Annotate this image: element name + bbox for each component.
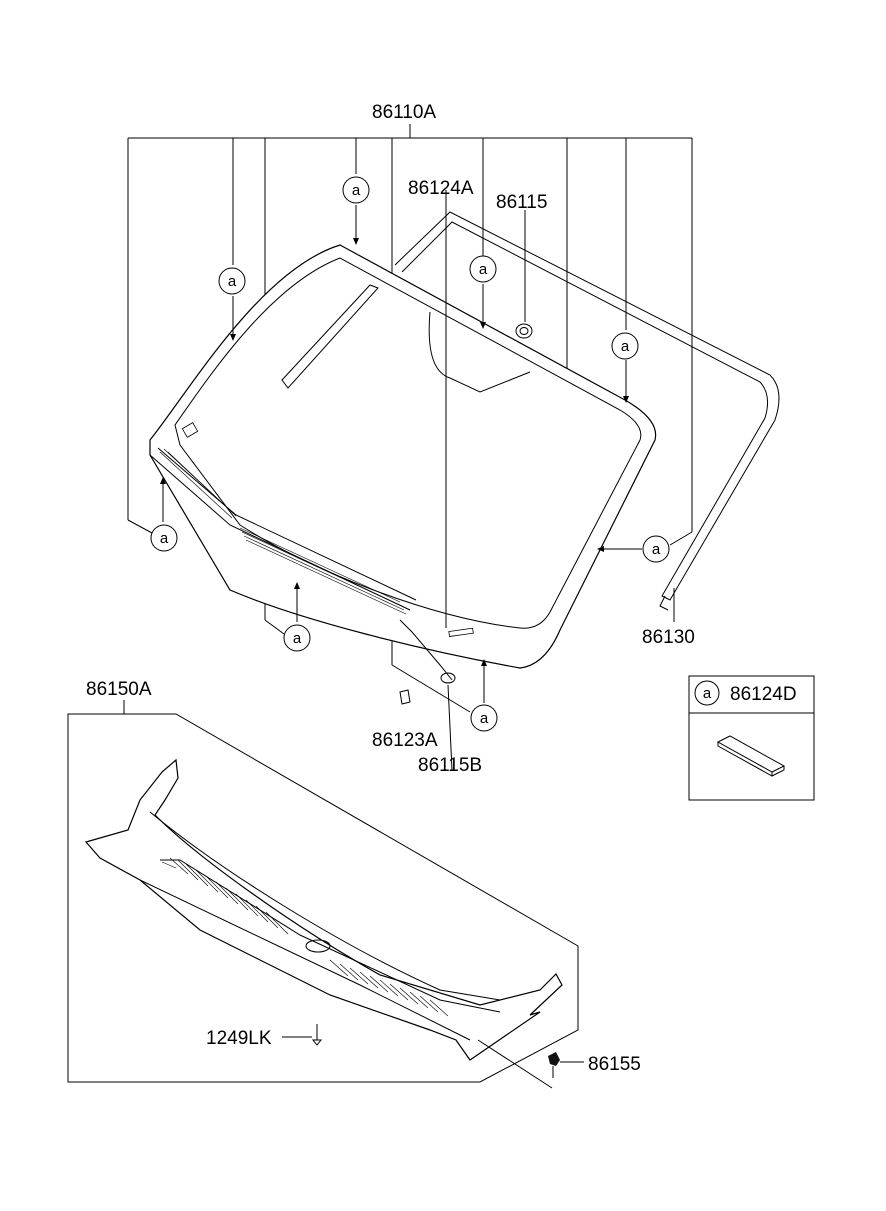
svg-text:a: a <box>621 338 630 355</box>
label-86155: 86155 <box>588 1054 641 1075</box>
sensor-wire <box>399 619 453 681</box>
label-86115B: 86115B <box>418 755 482 776</box>
svg-text:a: a <box>352 182 361 199</box>
label-86124A: 86124A <box>408 178 474 199</box>
svg-text:a: a <box>479 261 488 278</box>
callout-arrows <box>160 205 642 703</box>
legend-part-number: 86124D <box>730 684 797 705</box>
vin-window <box>181 422 199 438</box>
moulding-strip-86130 <box>394 211 780 601</box>
svg-text:a: a <box>652 541 661 558</box>
label-86115: 86115 <box>496 192 547 213</box>
cowl-grille-left <box>161 857 289 935</box>
label-86130: 86130 <box>642 627 695 648</box>
left-trim-strip <box>281 284 379 389</box>
label-86123A: 86123A <box>372 730 438 751</box>
windshield-group: 86110A <box>127 102 780 776</box>
callout-a-3: a <box>469 255 497 283</box>
cowl-group-outline <box>67 713 579 1083</box>
callout-a-5: a <box>150 524 178 552</box>
svg-text:a: a <box>293 630 302 647</box>
svg-text:a: a <box>703 685 712 702</box>
svg-text:a: a <box>480 710 489 727</box>
svg-text:a: a <box>228 273 237 290</box>
legend-box: a 86124D <box>688 675 815 801</box>
cowl-grille-right <box>329 959 449 1017</box>
clip-86123A <box>399 689 411 705</box>
tape-piece-86124D <box>716 735 786 777</box>
callout-a-4: a <box>611 332 639 360</box>
svg-text:a: a <box>160 530 169 547</box>
lower-hatched-strip <box>149 447 417 615</box>
cowl-center-hole <box>305 939 331 953</box>
sensor-86115B-body <box>440 672 456 684</box>
label-86110A: 86110A <box>372 102 436 123</box>
callout-a-1: a <box>342 176 370 204</box>
callout-a-2: a <box>218 267 246 295</box>
callout-a-8: a <box>470 704 498 732</box>
windshield-inner-border <box>174 257 642 629</box>
legend-marker: a <box>694 680 720 706</box>
label-1249LK: 1249LK <box>206 1028 272 1049</box>
callout-a-7: a <box>283 624 311 652</box>
tape-piece <box>448 627 474 637</box>
rubber-stopper-86115 <box>515 323 533 339</box>
fastener-86155 <box>548 1052 560 1078</box>
cowl-group: 86150A <box>67 679 641 1089</box>
windshield-glass <box>149 244 657 669</box>
screw-1249LK <box>311 1024 323 1046</box>
cowl-panel <box>84 758 563 1061</box>
label-86150A: 86150A <box>86 679 152 700</box>
mirror-mount-area <box>428 311 531 393</box>
callout-a-6: a <box>642 535 670 563</box>
